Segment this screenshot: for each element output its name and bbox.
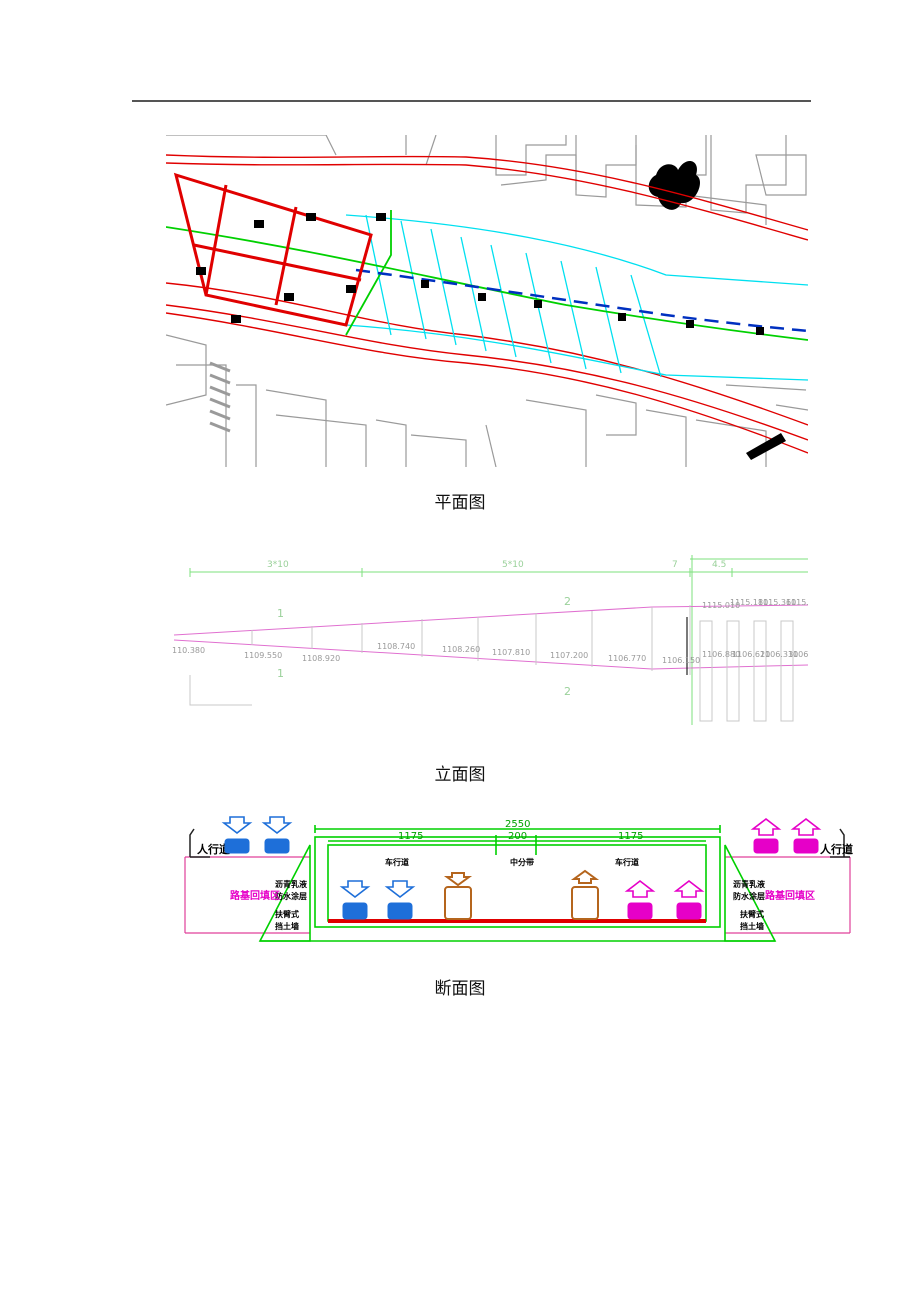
retaining-label: 挡土墙 [740, 921, 764, 931]
waterproof-label: 沥青乳液 [275, 879, 307, 889]
sidewalk-label: 人行道 [197, 842, 230, 856]
level-label: 1109.550 [244, 651, 282, 660]
retaining-label: 扶臂式 [740, 909, 764, 919]
level-label: 1115.010 [702, 601, 740, 610]
car-icon-blue [224, 838, 413, 920]
span-label: 3*10 [267, 560, 289, 570]
level-label: 1115.180 [730, 598, 768, 607]
level-label: 1106.620 [732, 650, 770, 659]
level-label: 1107.810 [492, 648, 530, 657]
arrow-icon-magenta [624, 817, 822, 898]
bus-icon-brown [443, 869, 600, 920]
level-label: 1115.360 [758, 598, 796, 607]
dim-part: 1175 [618, 831, 643, 842]
tree-blob [648, 160, 701, 210]
section-mark: 1 [277, 667, 284, 680]
dim-part: 1175 [398, 831, 423, 842]
header-rule [132, 100, 811, 102]
tunnel-segments [345, 214, 808, 381]
level-label: 1115.5 [786, 598, 808, 607]
pipeline-dashed [355, 268, 808, 333]
sidewalk-label: 人行道 [820, 842, 853, 856]
plan-view-drawing [166, 135, 808, 467]
fill-zone-label: 路基回填区 [230, 889, 280, 902]
vehicles [221, 816, 822, 920]
level-label: 1106.0 [788, 650, 808, 659]
culvert-box [258, 825, 777, 942]
markers [196, 213, 786, 460]
median-label: 中分带 [510, 857, 534, 867]
level-label: 1106.330 [760, 650, 798, 659]
fill-zone-label: 路基回填区 [765, 889, 815, 902]
lane-label: 车行道 [615, 857, 639, 867]
building-outlines [166, 135, 808, 467]
dim-total: 2550 [505, 819, 530, 830]
section-view-drawing: 人行道 人行道 2550 1175 200 1175 车行道 中分带 车行道 沥… [184, 816, 853, 942]
level-label: 1108.260 [442, 645, 480, 654]
span-label: 7 [672, 560, 678, 570]
level-label: 1106.770 [608, 654, 646, 663]
plan-caption: 平面图 [434, 493, 486, 513]
road-slab [328, 919, 706, 923]
level-label: 1107.200 [550, 651, 588, 660]
dim-part: 200 [508, 831, 527, 842]
retaining-label: 挡土墙 [275, 921, 299, 931]
section-caption: 断面图 [434, 979, 486, 999]
span-label: 5*10 [502, 560, 524, 570]
span-label: 4.5 [712, 560, 726, 570]
arrow-icon-blue [221, 816, 416, 899]
level-label: 1106.880 [702, 650, 740, 659]
section-mark: 1 [277, 607, 284, 620]
centerline [166, 210, 808, 341]
waterproof-label: 防水涂层 [275, 891, 307, 901]
waterproof-label: 防水涂层 [733, 891, 765, 901]
elevation-view-drawing: 3*10 5*10 7 4.5 110.380 1109.550 1108.92… [172, 555, 808, 725]
station-frame [173, 172, 373, 327]
level-label: 1108.740 [377, 642, 415, 651]
section-mark: 2 [564, 685, 571, 698]
car-icon-magenta [627, 838, 819, 920]
level-label: 1106.150 [662, 656, 700, 665]
retaining-label: 扶臂式 [275, 909, 299, 919]
hatched-stairs [209, 361, 231, 433]
level-label: 110.380 [172, 646, 205, 655]
level-label: 1108.920 [302, 654, 340, 663]
section-mark: 2 [564, 595, 571, 608]
lane-label: 车行道 [385, 857, 409, 867]
elevation-caption: 立面图 [434, 765, 486, 785]
waterproof-label: 沥青乳液 [733, 879, 765, 889]
road-boundaries [166, 154, 808, 454]
